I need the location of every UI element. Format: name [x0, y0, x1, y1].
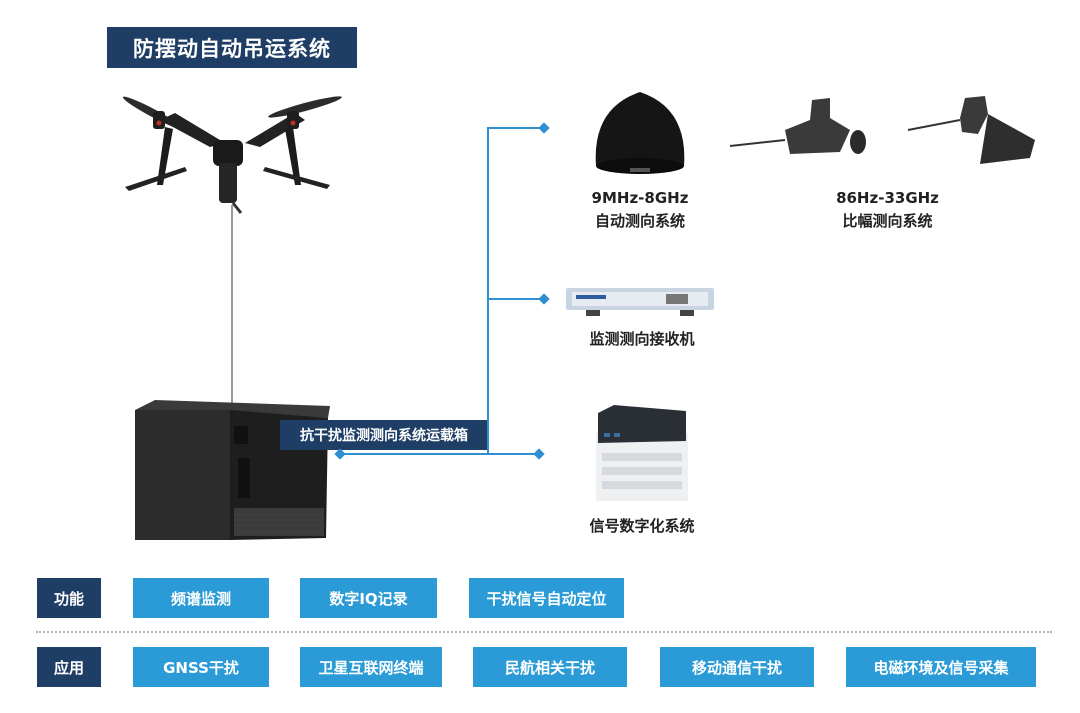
- connector-branch-top: [487, 127, 543, 129]
- receiver-label: 监测测向接收机: [589, 330, 695, 348]
- application-gnss-interference: GNSS干扰: [133, 647, 269, 687]
- carrier-box-image: [135, 400, 330, 540]
- ratio-df-frequency: 86Hz-33GHz: [836, 189, 939, 207]
- functions-row-tag: 功能: [37, 578, 101, 618]
- ratio-df-label: 86Hz-33GHz 比幅测向系统: [820, 187, 955, 233]
- application-civil-aviation: 民航相关干扰: [473, 647, 627, 687]
- row-divider: [36, 631, 1052, 633]
- connector-node-bottom: [533, 448, 545, 460]
- auto-df-frequency: 9MHz-8GHz: [591, 189, 689, 207]
- auto-df-label: 9MHz-8GHz 自动测向系统: [575, 187, 705, 233]
- carrier-box-label: 抗干扰监测测向系统运载箱: [280, 420, 488, 450]
- connector-node-middle: [538, 293, 550, 305]
- connector-trunk-line: [487, 127, 489, 454]
- connector-node-top: [538, 122, 550, 134]
- application-satellite-terminal: 卫星互联网终端: [300, 647, 442, 687]
- dome-antenna-image: [595, 92, 685, 174]
- auto-df-name: 自动测向系统: [594, 212, 685, 230]
- digitizer-image: [596, 405, 688, 501]
- receiver-image: [566, 288, 714, 316]
- system-title: 防摆动自动吊运系统: [107, 27, 357, 68]
- drone-image: [122, 96, 342, 214]
- applications-row-tag: 应用: [37, 647, 101, 687]
- function-spectrum-monitoring: 频谱监测: [133, 578, 269, 618]
- function-iq-recording: 数字IQ记录: [300, 578, 437, 618]
- connector-branch-middle: [487, 298, 543, 300]
- handheld-antenna-image: [730, 96, 1035, 164]
- function-interference-locating: 干扰信号自动定位: [469, 578, 624, 618]
- connector-branch-bottom: [340, 453, 538, 455]
- digitizer-label: 信号数字化系统: [589, 517, 695, 535]
- ratio-df-name: 比幅测向系统: [842, 212, 933, 230]
- application-em-environment: 电磁环境及信号采集: [846, 647, 1036, 687]
- suspension-cable: [231, 205, 233, 403]
- application-mobile-interference: 移动通信干扰: [660, 647, 814, 687]
